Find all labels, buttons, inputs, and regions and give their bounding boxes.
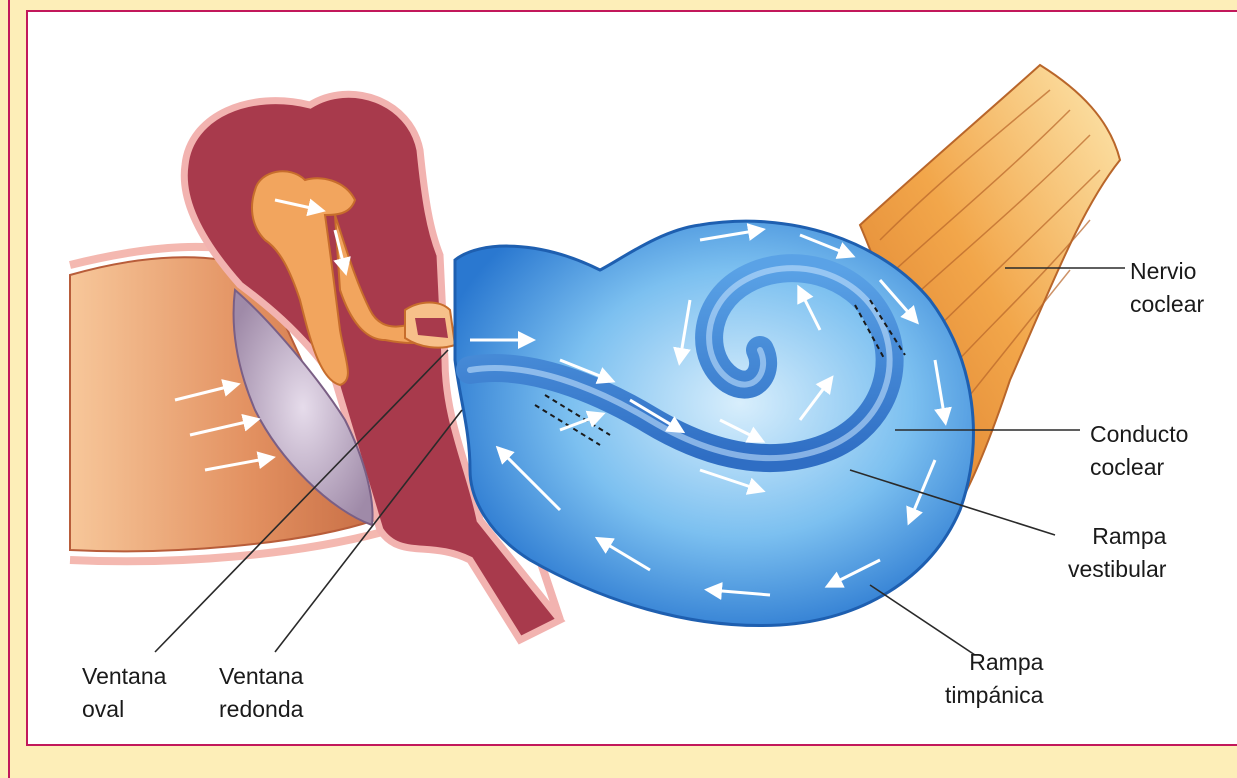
label-line: coclear [1130,288,1204,321]
cochlea [455,221,973,625]
label-conducto-coclear: Conducto coclear [1090,418,1188,484]
label-line: Rampa [1068,520,1166,553]
label-rampa-timpanica: Rampa timpánica [945,646,1043,712]
label-ventana-oval: Ventana oval [82,660,166,726]
label-line: oval [82,693,166,726]
label-line: vestibular [1068,553,1166,586]
label-ventana-redonda: Ventana redonda [219,660,303,726]
label-line: Nervio [1130,255,1204,288]
label-line: redonda [219,693,303,726]
label-rampa-vestibular: Rampa vestibular [1068,520,1166,586]
label-line: coclear [1090,451,1188,484]
label-line: Rampa [945,646,1043,679]
label-line: Ventana [219,660,303,693]
label-line: Ventana [82,660,166,693]
label-nervio-coclear: Nervio coclear [1130,255,1204,321]
label-line: timpánica [945,679,1043,712]
label-line: Conducto [1090,418,1188,451]
